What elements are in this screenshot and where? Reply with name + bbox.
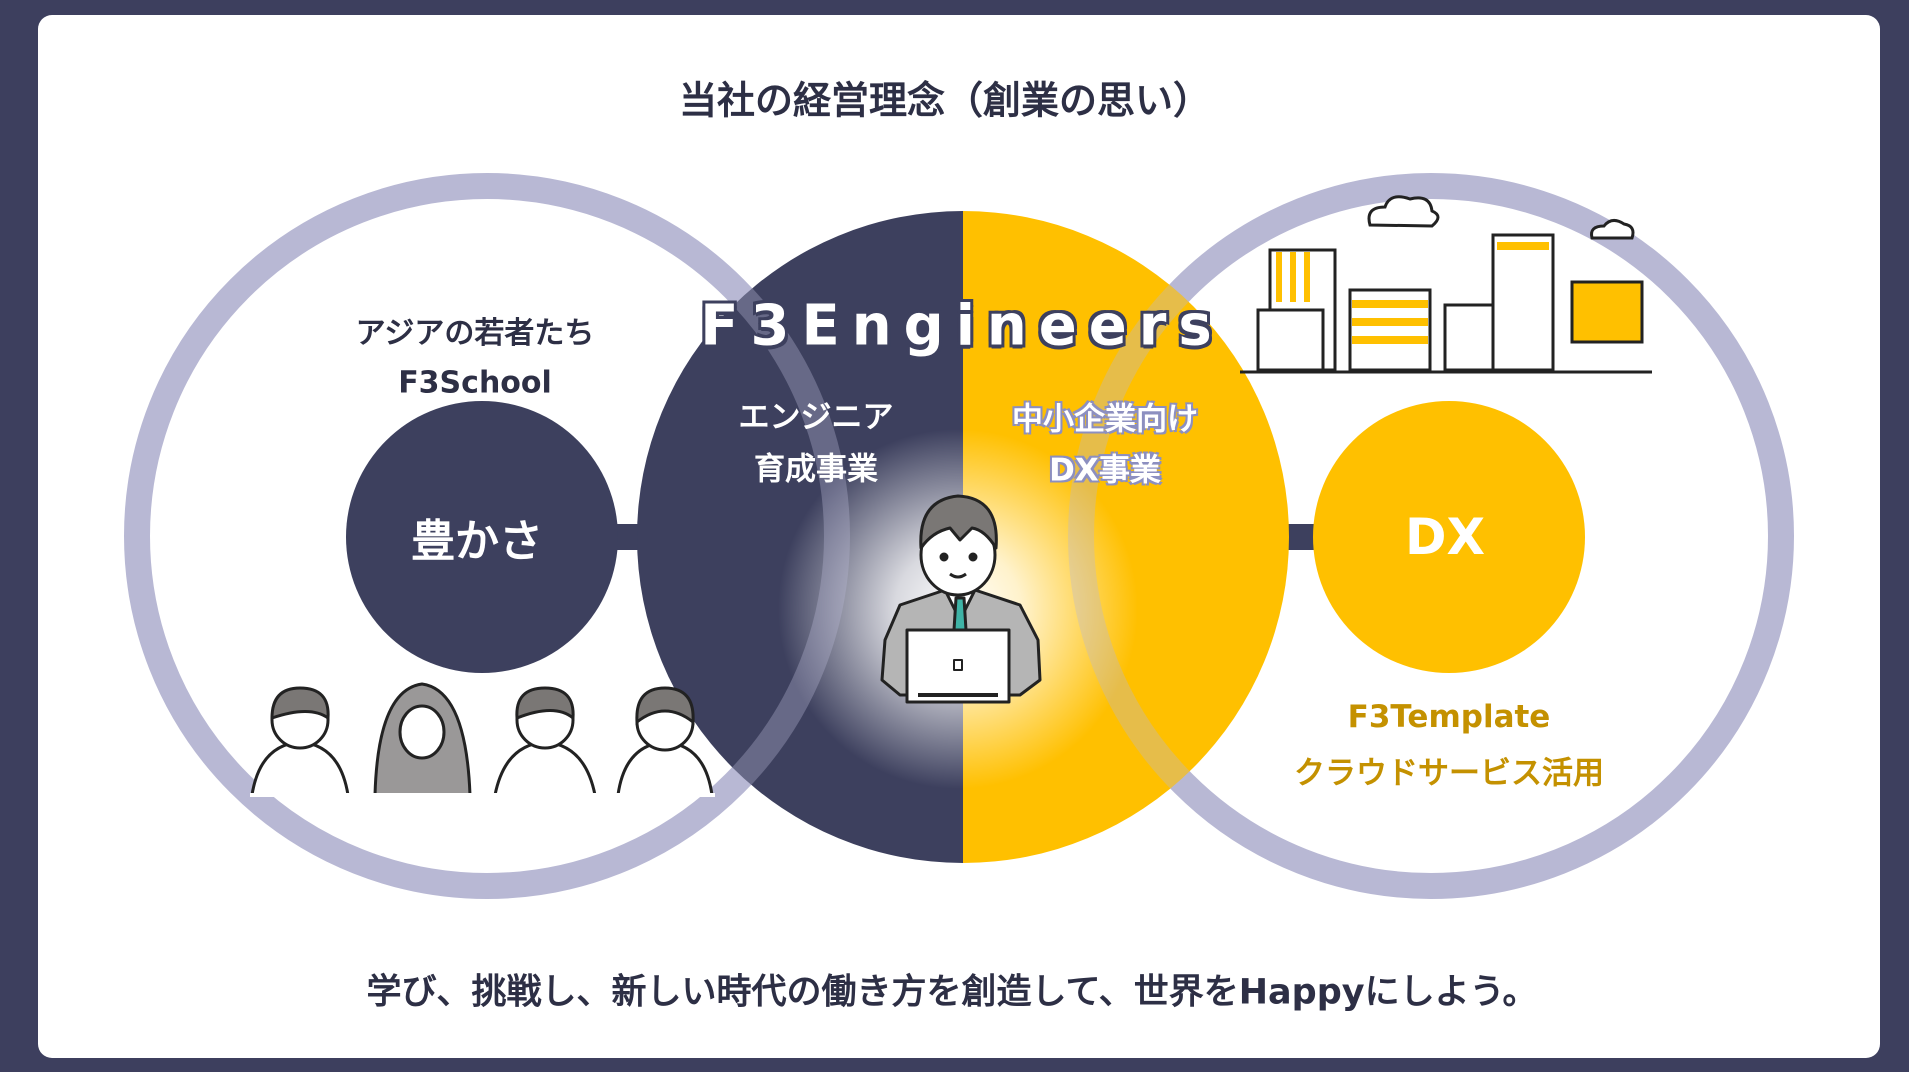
engineer-illustration xyxy=(880,494,1042,704)
right-line-1: F3Template xyxy=(1347,699,1551,735)
yutakasa-label: 豊かさ xyxy=(411,516,543,567)
person-1 xyxy=(250,686,350,797)
page-title: 当社の経営理念（創業の思い） xyxy=(678,78,1212,123)
right-line-2: クラウドサービス活用 xyxy=(1294,755,1604,792)
person-2 xyxy=(373,682,472,797)
yutakasa-circle xyxy=(346,401,618,673)
brand-logo: F3Engineers xyxy=(700,293,1224,359)
center-right-line-1: 中小企業向け xyxy=(1012,401,1198,438)
dx-label: DX xyxy=(1404,508,1486,566)
dx-circle xyxy=(1313,401,1585,673)
person-3 xyxy=(493,686,597,797)
left-line-2: F3School xyxy=(398,365,552,401)
person-4 xyxy=(616,686,714,797)
center-left-line-1: エンジニア xyxy=(738,399,894,436)
center-right-line-2: DX事業 xyxy=(1049,452,1161,489)
left-line-1: アジアの若者たち xyxy=(355,316,595,351)
city-illustration xyxy=(1240,195,1652,374)
people-illustration xyxy=(250,682,715,797)
tagline: 学び、挑戦し、新しい時代の働き方を創造して、世界をHappyにしよう。 xyxy=(366,972,1538,1013)
center-left-line-2: 育成事業 xyxy=(754,451,878,488)
